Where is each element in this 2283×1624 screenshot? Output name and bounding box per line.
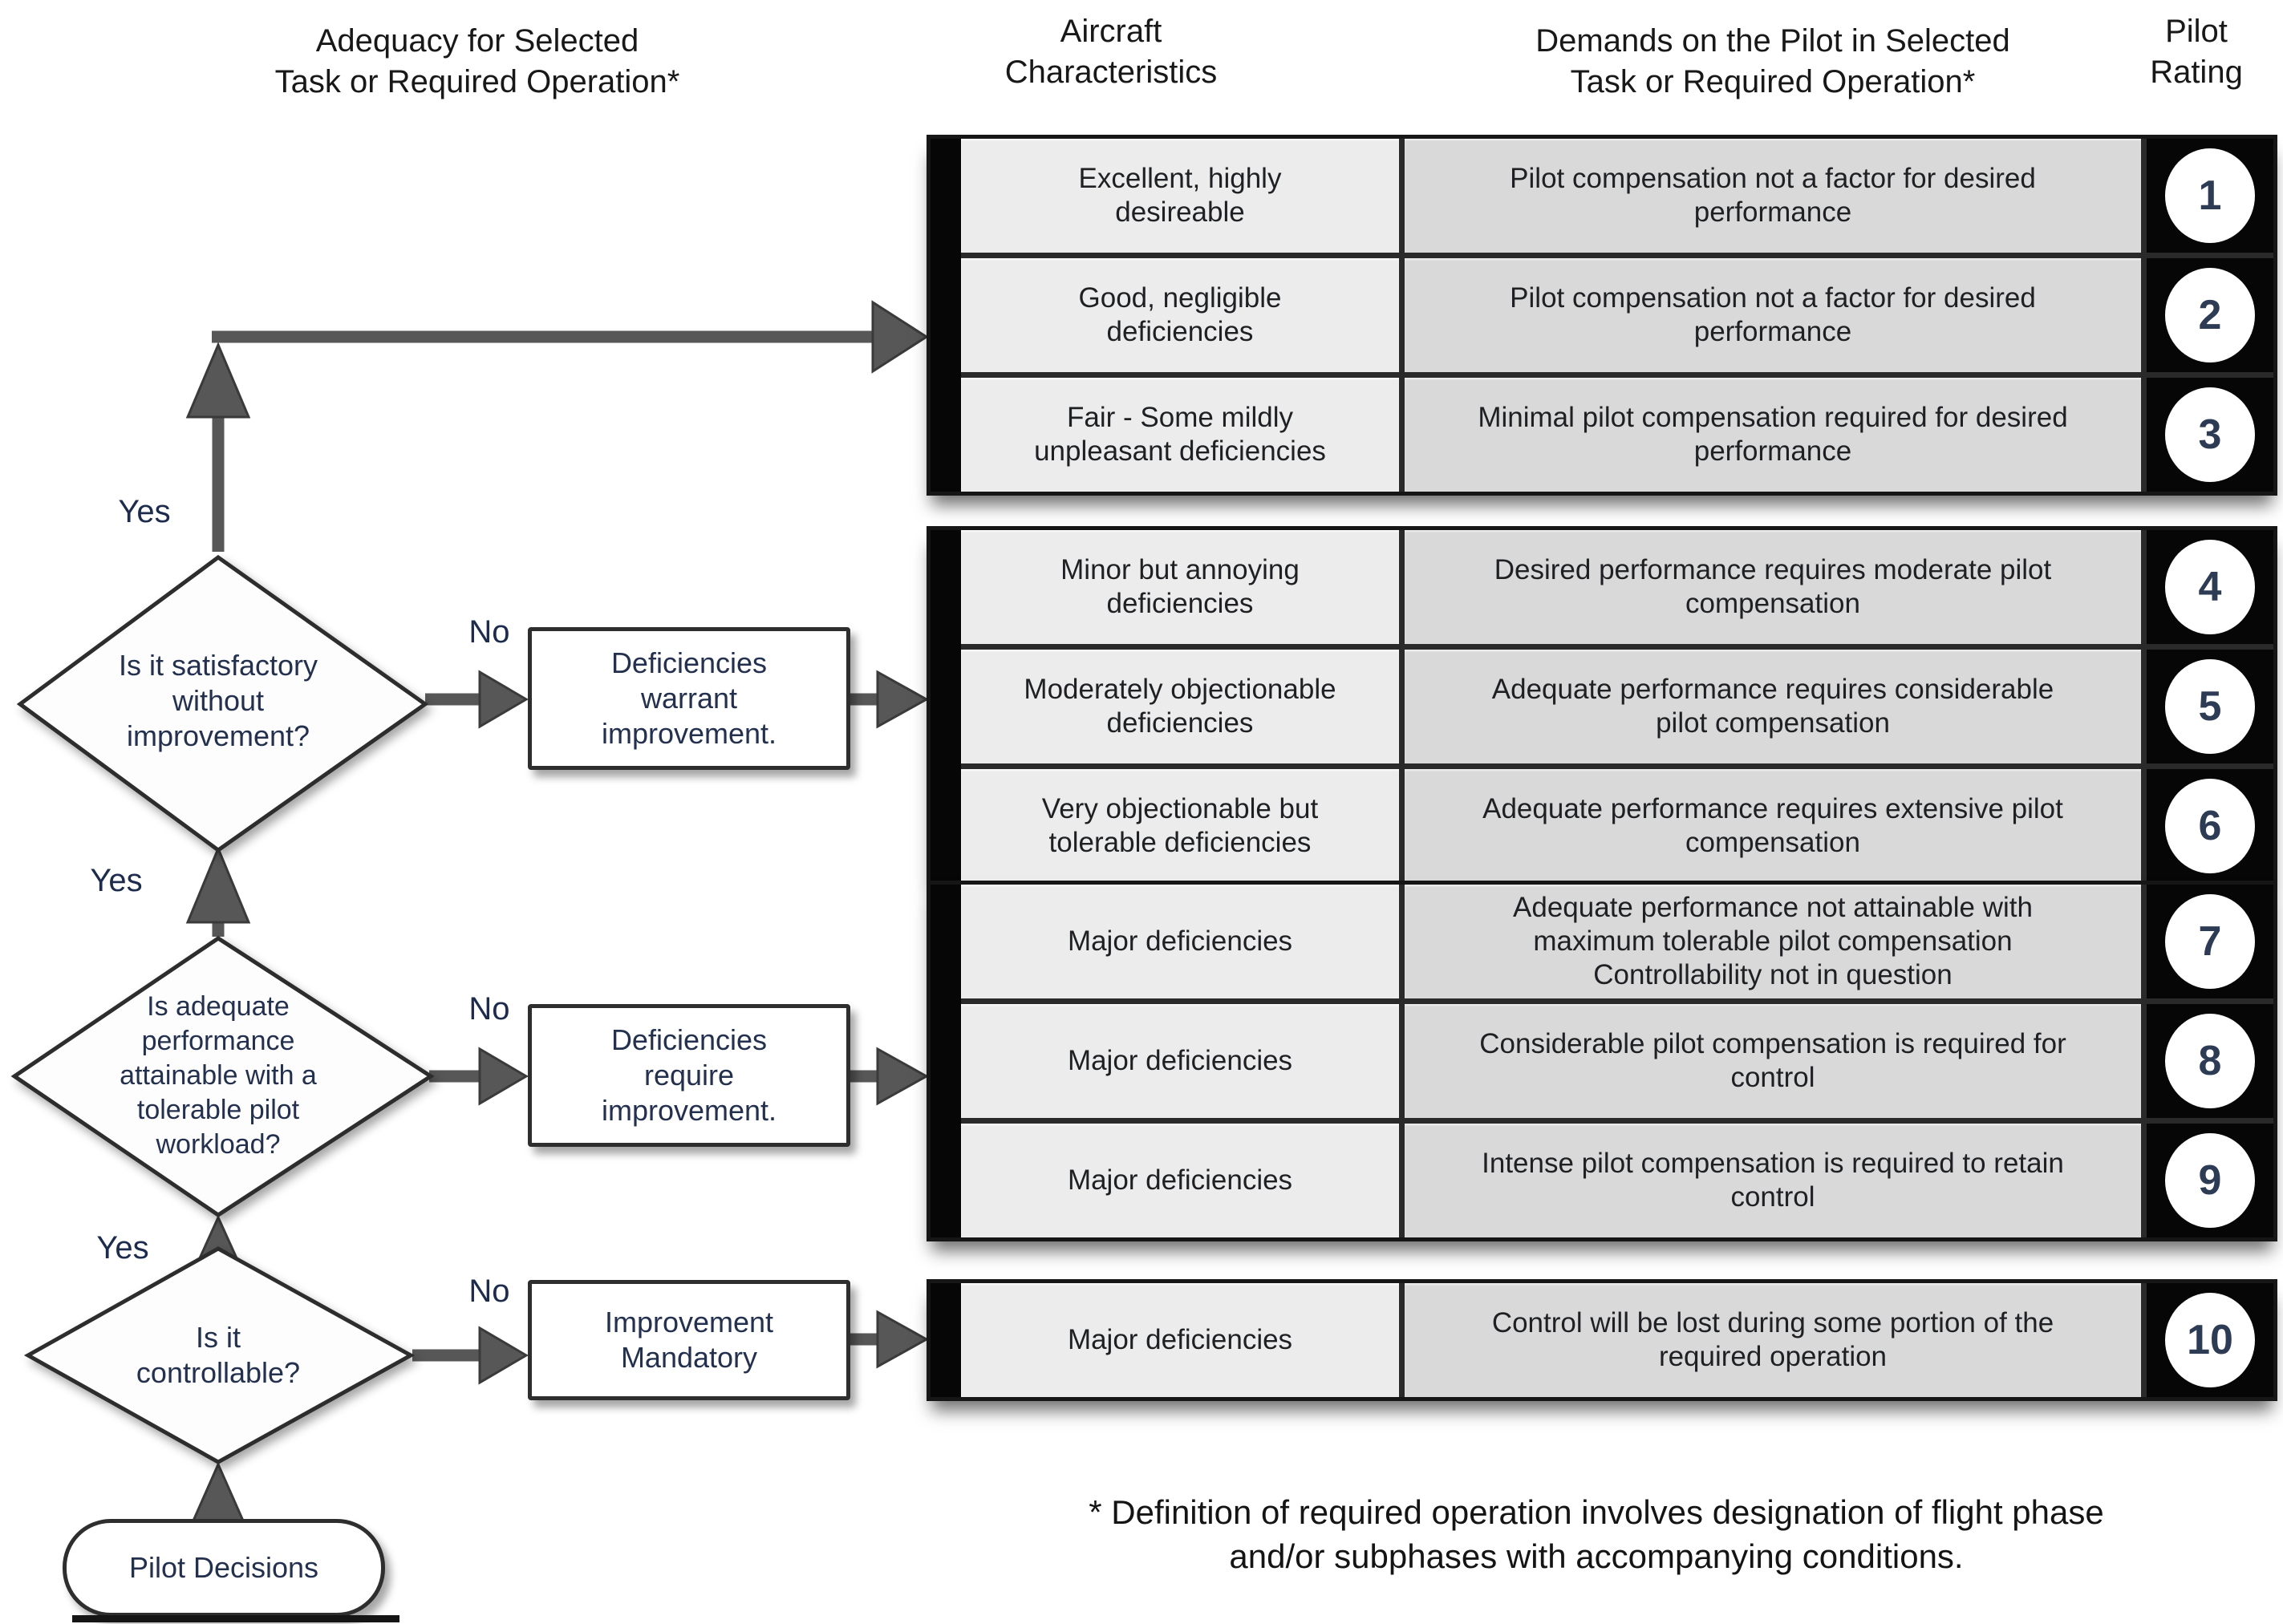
no-arrow-1-head-icon bbox=[478, 670, 529, 729]
table-row-rating-10: Major deficiencies Control will be lost … bbox=[961, 1283, 2273, 1397]
yes-label-3: Yes bbox=[96, 1230, 149, 1266]
rating-badge: 2 bbox=[2165, 268, 2255, 362]
elbow-arrow-head-icon bbox=[871, 300, 929, 374]
rating-cell: 1 bbox=[2147, 139, 2273, 253]
rating-cell: 4 bbox=[2147, 530, 2273, 644]
rating-badge: 8 bbox=[2165, 1014, 2255, 1108]
aircraft-characteristics-cell: Minor but annoying deficiencies bbox=[961, 530, 1399, 644]
footnote: * Definition of required operation invol… bbox=[1089, 1493, 2104, 1576]
pilot-demands-cell: Adequate performance requires considerab… bbox=[1405, 650, 2141, 763]
rating-cell: 2 bbox=[2147, 258, 2273, 372]
no-arrow-3-head-icon bbox=[478, 1326, 529, 1385]
rating-badge: 9 bbox=[2165, 1133, 2255, 1228]
header-adequacy: Adequacy for Selected Task or Required O… bbox=[274, 23, 680, 100]
box-deficiencies-warrant-improvement: Deficiencies warrant improvement. bbox=[528, 627, 850, 770]
table-block-ratings-7-9: Major deficiencies Adequate performance … bbox=[927, 881, 2277, 1241]
rating-badge: 3 bbox=[2165, 387, 2255, 482]
no-label-1: No bbox=[468, 614, 510, 650]
aircraft-characteristics-cell: Fair - Some mildly unpleasant deficienci… bbox=[961, 378, 1399, 492]
block-left-bar bbox=[931, 530, 961, 883]
pilot-demands-cell: Pilot compensation not a factor for desi… bbox=[1405, 258, 2141, 372]
yes-label-1: Yes bbox=[118, 494, 171, 529]
pilot-demands-cell: Minimal pilot compensation required for … bbox=[1405, 378, 2141, 492]
aircraft-characteristics-cell: Major deficiencies bbox=[961, 885, 1399, 998]
rating-badge: 10 bbox=[2165, 1293, 2255, 1387]
diamond-adequate-performance-question: Is adequate performance attainable with … bbox=[120, 991, 317, 1160]
table-row-rating-9: Major deficiencies Intense pilot compens… bbox=[961, 1124, 2273, 1237]
table-block-ratings-1-3: Excellent, highly desireable Pilot compe… bbox=[927, 135, 2277, 496]
box1-to-block-arrow-head-icon bbox=[876, 670, 930, 729]
header-pilot-rating: Pilot Rating bbox=[2150, 14, 2243, 91]
decision-diamond-controllable bbox=[23, 1246, 416, 1464]
box-deficiencies-require-improvement: Deficiencies require improvement. bbox=[528, 1004, 850, 1147]
rating-cell: 7 bbox=[2147, 885, 2273, 998]
terminal-pilot-decisions: Pilot Decisions bbox=[63, 1519, 385, 1617]
aircraft-characteristics-cell: Major deficiencies bbox=[961, 1283, 1399, 1397]
rating-cell: 6 bbox=[2147, 769, 2273, 883]
decision-diamond-satisfactory bbox=[16, 554, 429, 853]
table-block-ratings-4-6: Minor but annoying deficiencies Desired … bbox=[927, 526, 2277, 887]
pilot-demands-cell: Intense pilot compensation is required t… bbox=[1405, 1124, 2141, 1237]
pilot-demands-cell: Adequate performance requires extensive … bbox=[1405, 769, 2141, 883]
rating-badge: 4 bbox=[2165, 540, 2255, 634]
rating-cell: 8 bbox=[2147, 1004, 2273, 1118]
rating-cell: 10 bbox=[2147, 1283, 2273, 1397]
table-row-rating-2: Good, negligible deficiencies Pilot comp… bbox=[961, 258, 2273, 372]
aircraft-characteristics-cell: Major deficiencies bbox=[961, 1124, 1399, 1237]
aircraft-characteristics-cell: Very objectionable but tolerable deficie… bbox=[961, 769, 1399, 883]
table-row-rating-7: Major deficiencies Adequate performance … bbox=[961, 885, 2273, 998]
aircraft-characteristics-cell: Major deficiencies bbox=[961, 1004, 1399, 1118]
table-row-rating-5: Moderately objectionable deficiencies Ad… bbox=[961, 650, 2273, 763]
rating-cell: 3 bbox=[2147, 378, 2273, 492]
table-row-rating-1: Excellent, highly desireable Pilot compe… bbox=[961, 139, 2273, 253]
rating-badge: 7 bbox=[2165, 894, 2255, 989]
yes-arrow-2-head-icon bbox=[185, 845, 251, 924]
no-arrow-2-head-icon bbox=[478, 1047, 529, 1106]
rating-badge: 1 bbox=[2165, 148, 2255, 243]
rating-badge: 5 bbox=[2165, 659, 2255, 754]
decision-diamond-adequate-performance bbox=[10, 936, 435, 1218]
rating-badge: 6 bbox=[2165, 779, 2255, 873]
header-demands-on-pilot: Demands on the Pilot in Selected Task or… bbox=[1535, 23, 2010, 100]
box-improvement-mandatory: Improvement Mandatory bbox=[528, 1280, 850, 1400]
no-label-3: No bbox=[468, 1274, 510, 1309]
aircraft-characteristics-cell: Moderately objectionable deficiencies bbox=[961, 650, 1399, 763]
pilot-demands-cell: Desired performance requires moderate pi… bbox=[1405, 530, 2141, 644]
diamond-satisfactory-question: Is it satisfactory without improvement? bbox=[118, 649, 318, 752]
table-block-rating-10: Major deficiencies Control will be lost … bbox=[927, 1279, 2277, 1401]
bottom-edge-line bbox=[72, 1615, 399, 1622]
block-left-bar bbox=[931, 885, 961, 1237]
yes-arrow-1-head-icon bbox=[185, 342, 251, 419]
pilot-demands-cell: Control will be lost during some portion… bbox=[1405, 1283, 2141, 1397]
pilot-demands-cell: Pilot compensation not a factor for desi… bbox=[1405, 139, 2141, 253]
header-aircraft-characteristics: Aircraft Characteristics bbox=[1004, 14, 1218, 91]
rating-cell: 5 bbox=[2147, 650, 2273, 763]
rating-cell: 9 bbox=[2147, 1124, 2273, 1237]
diamond-controllable-question: Is it controllable? bbox=[136, 1321, 301, 1389]
table-row-rating-6: Very objectionable but tolerable deficie… bbox=[961, 769, 2273, 883]
table-row-rating-3: Fair - Some mildly unpleasant deficienci… bbox=[961, 378, 2273, 492]
box3-to-block-arrow-head-icon bbox=[876, 1310, 930, 1369]
pilot-demands-cell: Considerable pilot compensation is requi… bbox=[1405, 1004, 2141, 1118]
aircraft-characteristics-cell: Good, negligible deficiencies bbox=[961, 258, 1399, 372]
table-row-rating-8: Major deficiencies Considerable pilot co… bbox=[961, 1004, 2273, 1118]
box2-to-block-arrow-head-icon bbox=[876, 1047, 930, 1106]
yes-label-2: Yes bbox=[90, 863, 143, 898]
block-left-bar bbox=[931, 1283, 961, 1397]
table-row-rating-4: Minor but annoying deficiencies Desired … bbox=[961, 530, 2273, 644]
no-label-2: No bbox=[468, 991, 510, 1027]
block-left-bar bbox=[931, 139, 961, 492]
pilot-demands-cell: Adequate performance not attainable with… bbox=[1405, 885, 2141, 998]
aircraft-characteristics-cell: Excellent, highly desireable bbox=[961, 139, 1399, 253]
